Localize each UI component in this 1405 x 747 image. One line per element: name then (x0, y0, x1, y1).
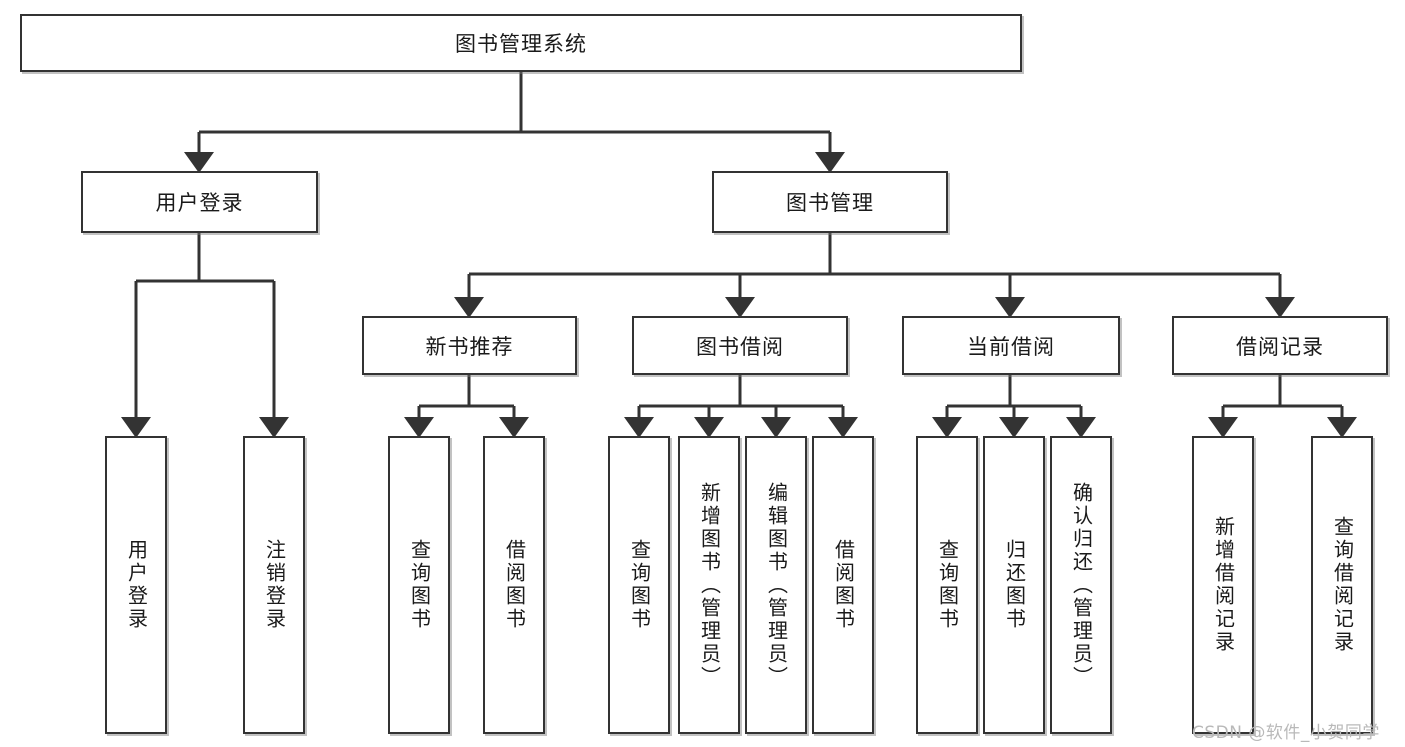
node-leaf-add-borrow-record[interactable]: 新增借阅记录 (1192, 436, 1254, 734)
node-label: 借阅图书 (831, 539, 856, 631)
node-label: 用户登录 (155, 191, 244, 215)
node-leaf-query-book-current[interactable]: 查询图书 (916, 436, 978, 734)
node-leaf-query-book-recommend[interactable]: 查询图书 (388, 436, 450, 734)
csdn-watermark: CSDN @软件_小贺同学 (1192, 723, 1380, 743)
node-new-book-recommend[interactable]: 新书推荐 (362, 316, 577, 375)
node-label: 新书推荐 (425, 334, 514, 359)
node-label: 新增图书（管理员） (697, 481, 722, 689)
node-label: 借阅图书 (502, 539, 527, 631)
node-borrow-record[interactable]: 借阅记录 (1172, 316, 1388, 375)
node-label: 归还图书 (1002, 539, 1027, 631)
node-leaf-query-borrow-record[interactable]: 查询借阅记录 (1311, 436, 1373, 734)
node-current-borrow[interactable]: 当前借阅 (902, 316, 1120, 375)
node-label: 查询借阅记录 (1330, 516, 1355, 654)
node-label: 查询图书 (407, 539, 432, 631)
node-user-login[interactable]: 用户登录 (81, 171, 318, 233)
node-label: 编辑图书（管理员） (764, 481, 789, 689)
node-leaf-user-login[interactable]: 用户登录 (105, 436, 167, 734)
node-leaf-query-book-borrow[interactable]: 查询图书 (608, 436, 670, 734)
node-label: 图书借阅 (696, 334, 784, 359)
node-label: 借阅记录 (1236, 334, 1324, 359)
node-leaf-confirm-return-admin[interactable]: 确认归还（管理员） (1050, 436, 1112, 734)
node-leaf-add-book-admin[interactable]: 新增图书（管理员） (678, 436, 740, 734)
node-label: 当前借阅 (967, 334, 1055, 359)
node-leaf-logout-login[interactable]: 注销登录 (243, 436, 305, 734)
node-label: 查询图书 (935, 539, 960, 631)
node-label: 查询图书 (627, 539, 652, 631)
node-label: 图书管理 (786, 191, 874, 215)
node-label: 用户登录 (124, 539, 149, 631)
node-leaf-return-book[interactable]: 归还图书 (983, 436, 1045, 734)
node-book-borrow[interactable]: 图书借阅 (632, 316, 848, 375)
node-leaf-borrow-book[interactable]: 借阅图书 (812, 436, 874, 734)
node-leaf-borrow-book-recommend[interactable]: 借阅图书 (483, 436, 545, 734)
node-book-management[interactable]: 图书管理 (712, 171, 948, 233)
node-label: 注销登录 (262, 539, 287, 631)
node-label: 确认归还（管理员） (1069, 481, 1094, 689)
node-leaf-edit-book-admin[interactable]: 编辑图书（管理员） (745, 436, 807, 734)
node-book-management-system[interactable]: 图书管理系统 (20, 14, 1022, 72)
node-label: 新增借阅记录 (1211, 516, 1236, 654)
node-label: 图书管理系统 (455, 32, 587, 56)
